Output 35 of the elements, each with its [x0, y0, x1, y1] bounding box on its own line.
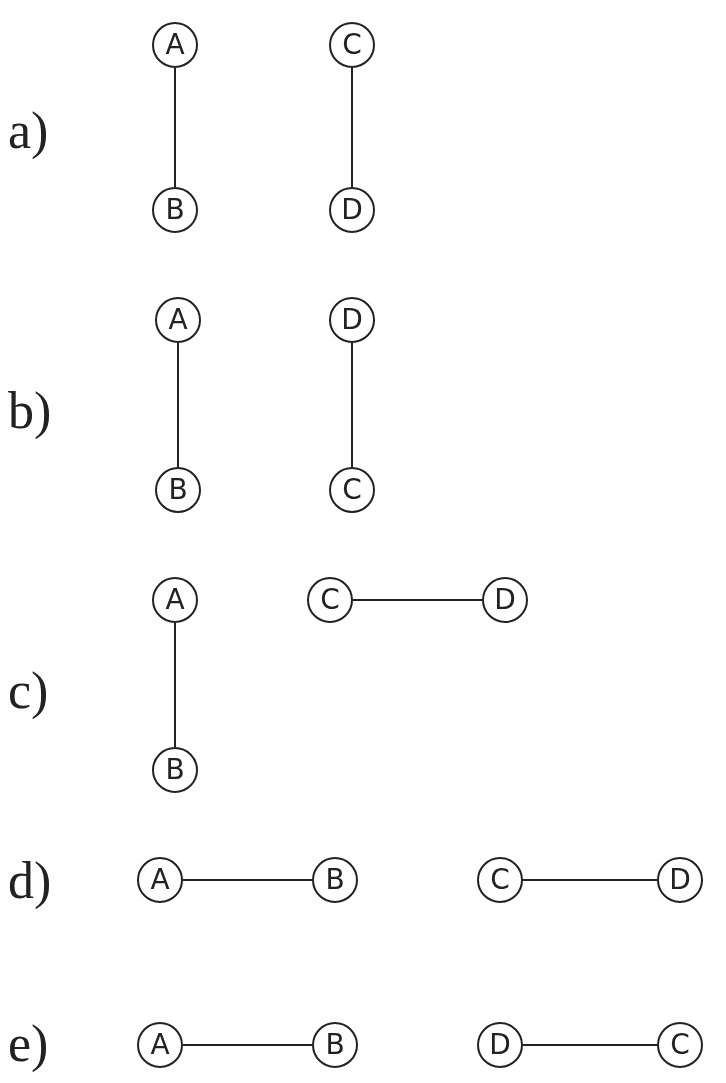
connector-line	[174, 67, 176, 188]
connector-line	[177, 342, 179, 468]
panel-label: c)	[8, 665, 49, 717]
circle-node: C	[329, 22, 375, 68]
circle-node: C	[657, 1022, 703, 1068]
circle-node: C	[329, 467, 375, 513]
circle-node: A	[137, 1022, 183, 1068]
circle-node: A	[155, 297, 201, 343]
connector-line	[352, 599, 483, 601]
circle-node: C	[477, 857, 523, 903]
circle-node: D	[482, 577, 528, 623]
panel-label: a)	[8, 105, 49, 157]
circle-node: B	[312, 857, 358, 903]
circle-node: D	[477, 1022, 523, 1068]
circle-node: B	[152, 747, 198, 793]
circle-node: D	[329, 297, 375, 343]
circle-node: B	[152, 187, 198, 233]
circle-node: C	[307, 577, 353, 623]
circle-node: B	[155, 467, 201, 513]
circle-node: B	[312, 1022, 358, 1068]
connector-line	[174, 622, 176, 748]
panel-label: d)	[8, 855, 52, 907]
panel-label: b)	[8, 385, 52, 437]
panel-label: e)	[8, 1018, 49, 1070]
connector-line	[182, 1044, 313, 1046]
circle-node: D	[329, 187, 375, 233]
connector-line	[351, 342, 353, 468]
connector-line	[522, 1044, 658, 1046]
circle-node: A	[152, 577, 198, 623]
connector-line	[522, 879, 658, 881]
connector-line	[351, 67, 353, 188]
connector-line	[182, 879, 313, 881]
circle-node: D	[657, 857, 703, 903]
circle-node: A	[152, 22, 198, 68]
circle-node: A	[137, 857, 183, 903]
